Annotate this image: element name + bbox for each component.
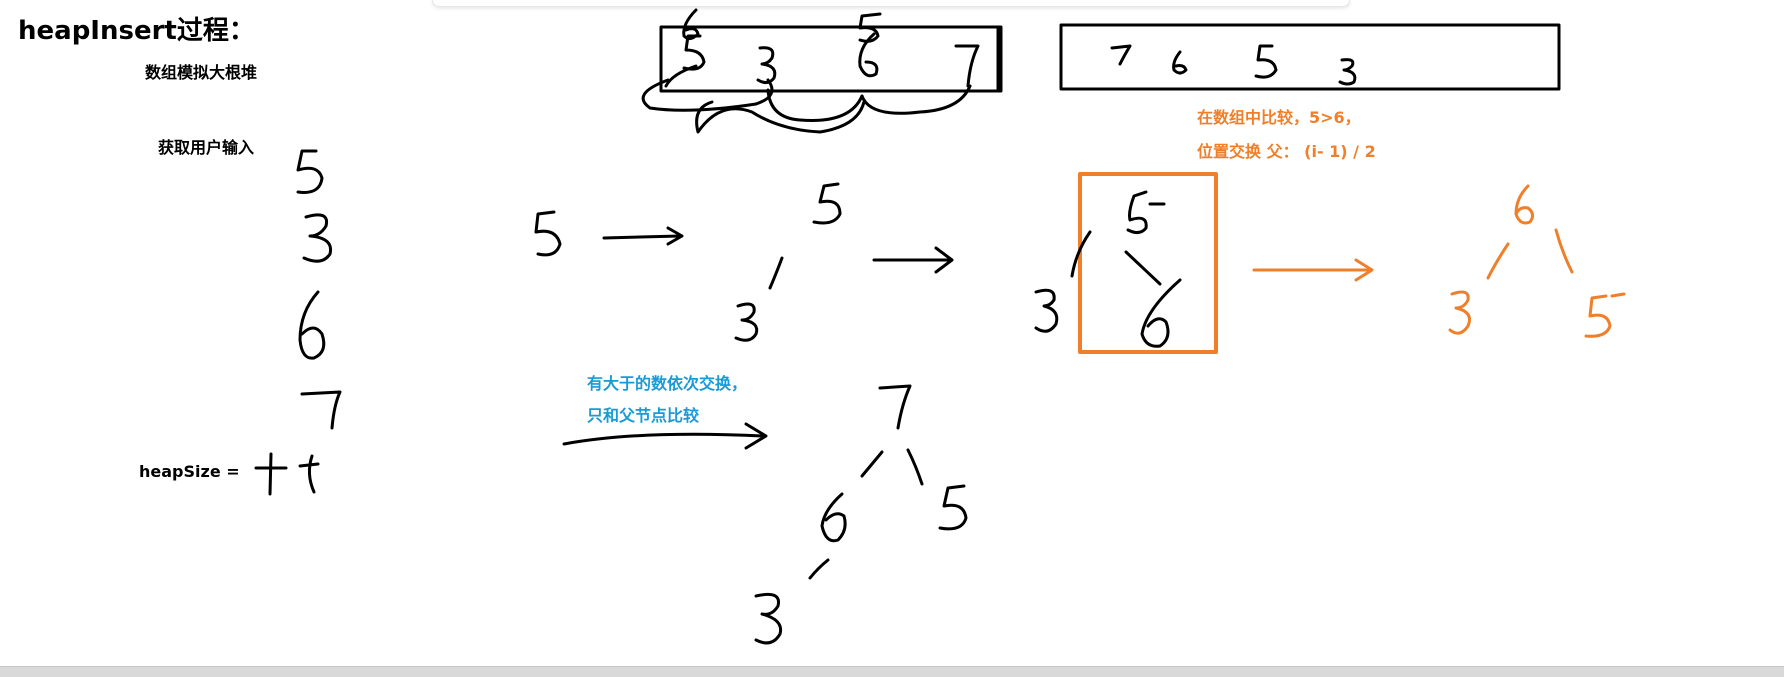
step1-arrow	[602, 226, 684, 246]
tree4-edge-bottom	[808, 558, 830, 580]
tree4-edge-left	[860, 450, 884, 478]
tree4-digit-3	[754, 592, 783, 645]
input-digit-5	[296, 149, 324, 194]
tree2-edge-left	[1070, 230, 1092, 278]
step2-arrow	[872, 246, 954, 274]
plus-sign-1	[254, 452, 288, 496]
array1-digit-3	[756, 46, 777, 85]
tree4-digit-7	[878, 384, 912, 430]
tree3-edge-left	[1486, 242, 1510, 280]
tree3-digit-5	[1584, 294, 1612, 338]
plus-sign-2	[298, 454, 320, 494]
array2-digit-6	[1172, 50, 1188, 75]
page-title: heapInsert过程：	[18, 16, 255, 46]
step1-digit-5	[534, 210, 562, 257]
tree3-digit-3	[1448, 290, 1471, 335]
array1-arc-d	[695, 100, 866, 134]
compare-note-line1: 在数组中比较，5>6，	[1197, 108, 1361, 127]
swap-note-line1: 有大于的数依次交换，	[587, 374, 748, 393]
step3-arrow	[1252, 258, 1374, 282]
tree1-edge-left	[768, 256, 784, 290]
tree3-digit-6	[1514, 184, 1535, 225]
heap-size-label: heapSize =	[139, 462, 240, 481]
compare-note-line2: 位置交换 父： (i- 1) / 2	[1197, 142, 1376, 161]
tree4-digit-5	[938, 484, 968, 531]
array2-digit-7	[1110, 44, 1132, 66]
input-digit-6	[298, 290, 326, 360]
array-box-2	[1059, 23, 1561, 91]
swap-highlight-box	[1078, 172, 1218, 354]
array2-digit-3	[1338, 58, 1357, 86]
tree4-edge-right	[906, 448, 924, 486]
array1-arrow-tail	[664, 64, 698, 88]
tree1-digit-5	[812, 182, 842, 225]
user-input-label: 获取用户输入	[158, 138, 255, 157]
input-digit-3	[302, 213, 333, 263]
array1-arc-b	[766, 88, 864, 122]
array1-digit-7	[954, 44, 980, 88]
tree4-digit-6	[820, 492, 847, 543]
tree2-edge-right	[1124, 250, 1162, 286]
tree2-digit-6	[1140, 278, 1182, 348]
tree3-dash	[1610, 292, 1626, 298]
array1-digit-5	[682, 34, 706, 71]
array1-digit-6-above	[682, 8, 700, 41]
input-digit-7	[300, 390, 342, 430]
array-sim-label: 数组模拟大根堆	[145, 63, 258, 82]
tree2-digit-5	[1126, 190, 1148, 235]
tree2-digit-3	[1034, 288, 1059, 333]
step4-arrow	[562, 422, 768, 450]
array1-arc-c	[860, 84, 972, 115]
array1-digit-6	[858, 32, 879, 78]
swap-note-line2: 只和父节点比较	[587, 406, 700, 425]
array2-digit-5	[1254, 44, 1278, 79]
tree3-edge-right	[1554, 228, 1574, 274]
array-box-1	[659, 25, 1003, 93]
tree1-digit-3	[734, 302, 759, 342]
bottom-scrollbar[interactable]	[0, 666, 1784, 677]
